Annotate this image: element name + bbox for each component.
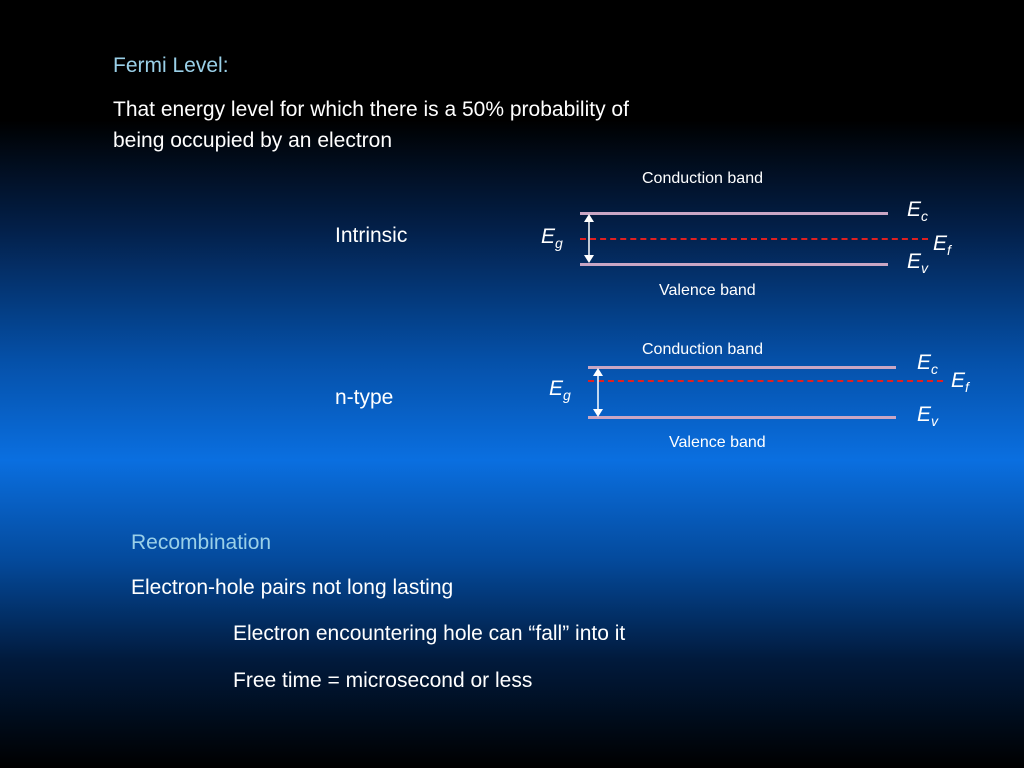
intrinsic-valence-band-label: Valence band [659,282,756,299]
ntype-valence-band-line [588,416,896,419]
fermi-definition-line2: being occupied by an electron [113,129,393,152]
fermi-definition-line1: That energy level for which there is a 5… [113,98,629,121]
recombination-line3: Free time = microsecond or less [233,669,533,692]
recombination-line1: Electron-hole pairs not long lasting [131,576,454,599]
intrinsic-gap-arrow [584,214,594,263]
recombination-line2: Electron encountering hole can “fall” in… [233,622,626,645]
ntype-valence-band-label: Valence band [669,434,766,451]
intrinsic-conduction-band-label: Conduction band [642,170,763,187]
ntype-ec-label: Ec [917,351,939,377]
intrinsic-fermi-line [580,238,928,240]
ntype-fermi-line [588,380,943,382]
ntype-label: n-type [335,386,394,409]
intrinsic-ev-label: Ev [907,250,929,276]
intrinsic-valence-band-line [580,263,888,266]
recombination-heading: Recombination [131,531,272,554]
intrinsic-ef-label: Ef [933,232,951,258]
ntype-ef-label: Ef [951,369,969,395]
intrinsic-eg-label: Eg [541,225,563,251]
fermi-heading: Fermi Level: [113,54,229,77]
ntype-conduction-band-label: Conduction band [642,341,763,358]
intrinsic-label: Intrinsic [335,224,408,247]
intrinsic-conduction-band-line [580,212,888,215]
ntype-conduction-band-line [588,366,896,369]
ntype-eg-label: Eg [549,377,571,403]
ntype-gap-arrow [593,368,603,417]
ntype-ev-label: Ev [917,403,939,429]
intrinsic-ec-label: Ec [907,198,929,224]
